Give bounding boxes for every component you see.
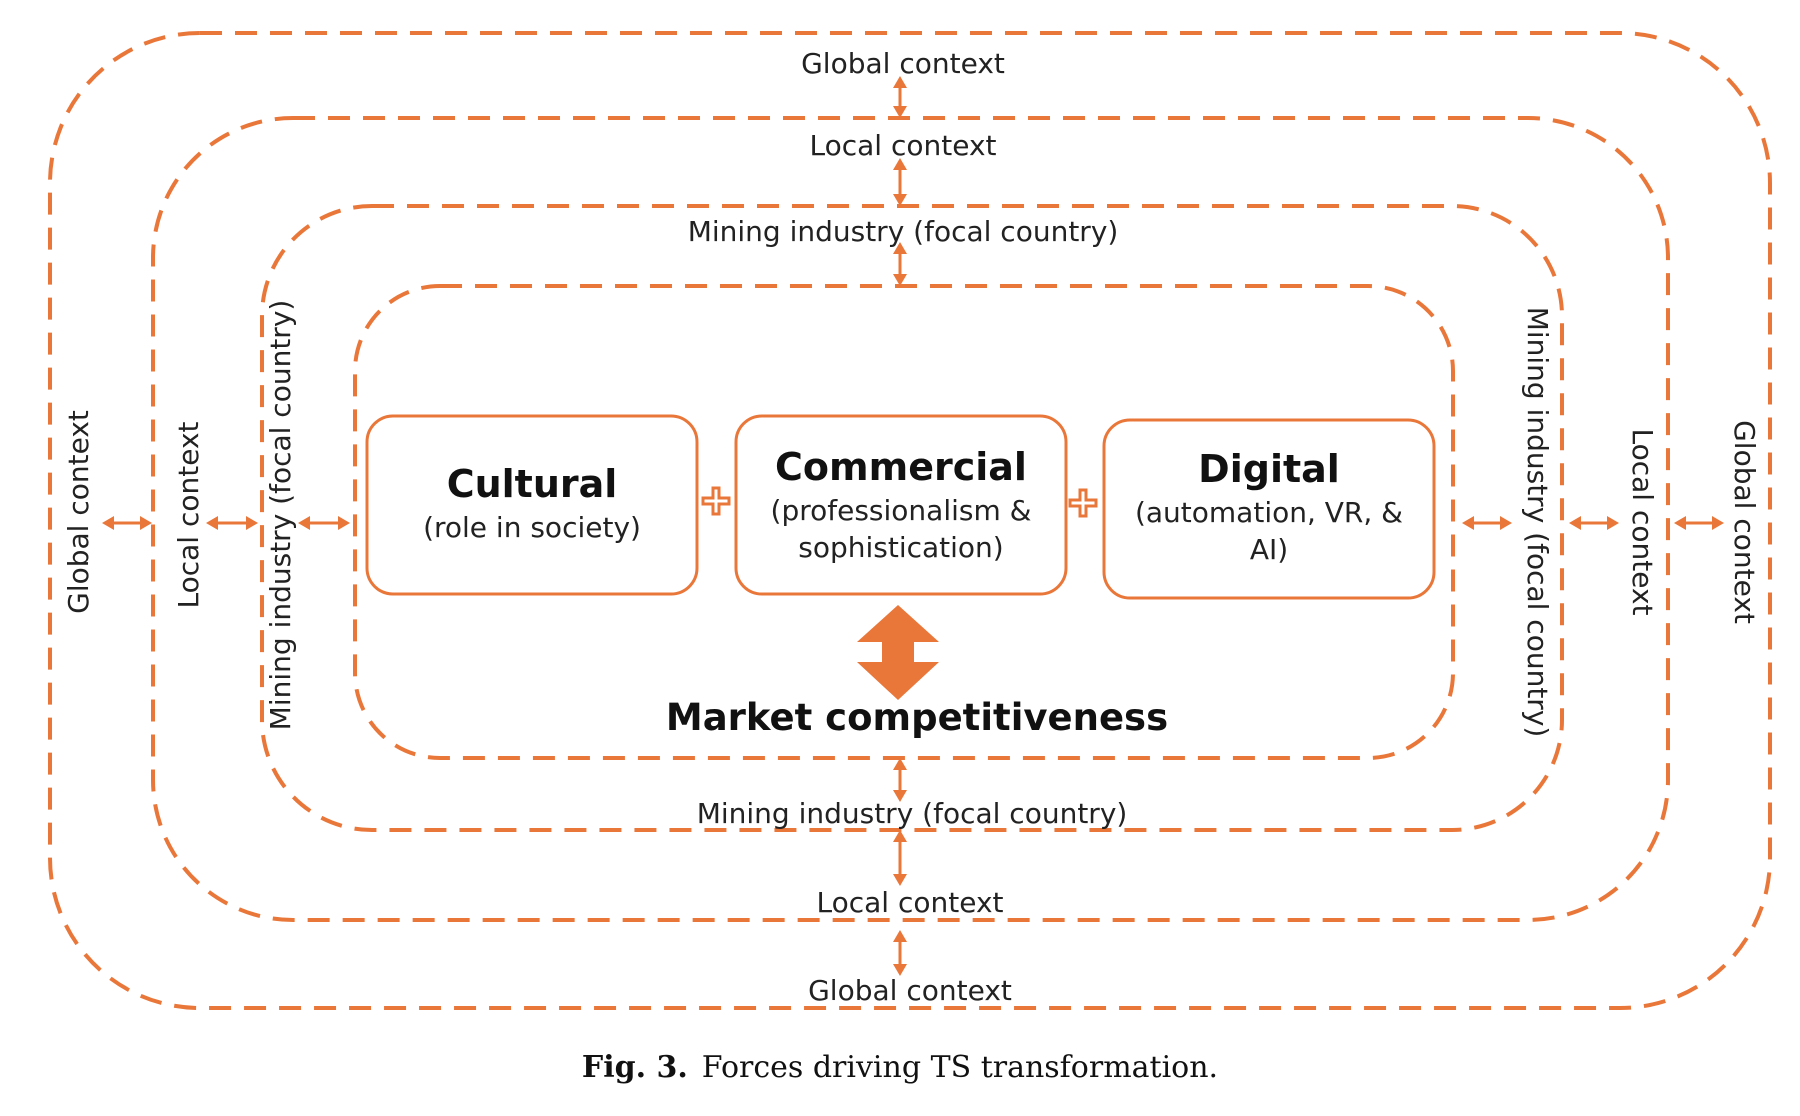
box-cultural-line-1: (role in society) xyxy=(423,511,641,544)
plus-icon xyxy=(1068,488,1098,518)
label-local-bottom: Local context xyxy=(816,886,1003,919)
arrow-left-local-mining xyxy=(206,516,258,530)
arrow-top-mining-core xyxy=(893,242,907,286)
box-commercial-line-1: (professionalism & xyxy=(771,494,1032,527)
arrow-right-mining-local xyxy=(1569,516,1619,530)
figure-caption: Fig. 3. Forces driving TS transformation. xyxy=(0,1050,1800,1085)
arrow-left-mining-core xyxy=(298,516,350,530)
box-commercial-title: Commercial xyxy=(775,445,1027,489)
ring-local xyxy=(151,116,1670,922)
caption-number: Fig. 3. xyxy=(581,1050,688,1085)
box-digital-line-2: AI) xyxy=(1250,533,1288,566)
core-label: Market competitiveness xyxy=(666,696,1168,739)
caption-text: Forces driving TS transformation. xyxy=(701,1050,1219,1085)
box-digital-line-1: (automation, VR, & xyxy=(1135,496,1403,529)
label-mining-right: Mining industry (focal country) xyxy=(1521,307,1554,738)
box-commercial: Commercial (professionalism & sophistica… xyxy=(734,414,1068,596)
arrow-bottom-local-global xyxy=(893,930,907,976)
label-global-left: Global context xyxy=(62,410,95,614)
arrow-right-core-mining xyxy=(1462,516,1512,530)
box-cultural-title: Cultural xyxy=(447,462,618,506)
label-global-top: Global context xyxy=(801,47,1005,80)
box-digital: Digital (automation, VR, & AI) xyxy=(1102,418,1436,600)
label-global-right: Global context xyxy=(1728,420,1761,624)
arrow-top-global-local xyxy=(893,76,907,118)
label-local-right: Local context xyxy=(1626,428,1659,615)
label-local-top: Local context xyxy=(809,129,996,162)
box-cultural: Cultural (role in society) xyxy=(365,414,699,596)
label-local-left: Local context xyxy=(172,421,205,608)
label-global-bottom: Global context xyxy=(808,974,1012,1007)
plus-icon xyxy=(701,486,731,516)
box-commercial-line-2: sophistication) xyxy=(798,531,1003,564)
label-mining-top: Mining industry (focal country) xyxy=(688,215,1119,248)
box-digital-title: Digital xyxy=(1198,447,1340,491)
arrow-top-local-mining xyxy=(893,158,907,206)
arrow-right-local-global xyxy=(1674,516,1724,530)
arrow-left-global-local xyxy=(102,516,152,530)
double-arrow-icon xyxy=(857,605,939,700)
arrow-bottom-core-mining xyxy=(893,758,907,802)
ring-global xyxy=(48,31,1772,1010)
ring-core xyxy=(353,284,1455,760)
arrow-bottom-mining-local xyxy=(893,830,907,886)
label-mining-bottom: Mining industry (focal country) xyxy=(697,797,1128,830)
label-mining-left: Mining industry (focal country) xyxy=(264,300,297,731)
ring-mining xyxy=(260,204,1564,832)
